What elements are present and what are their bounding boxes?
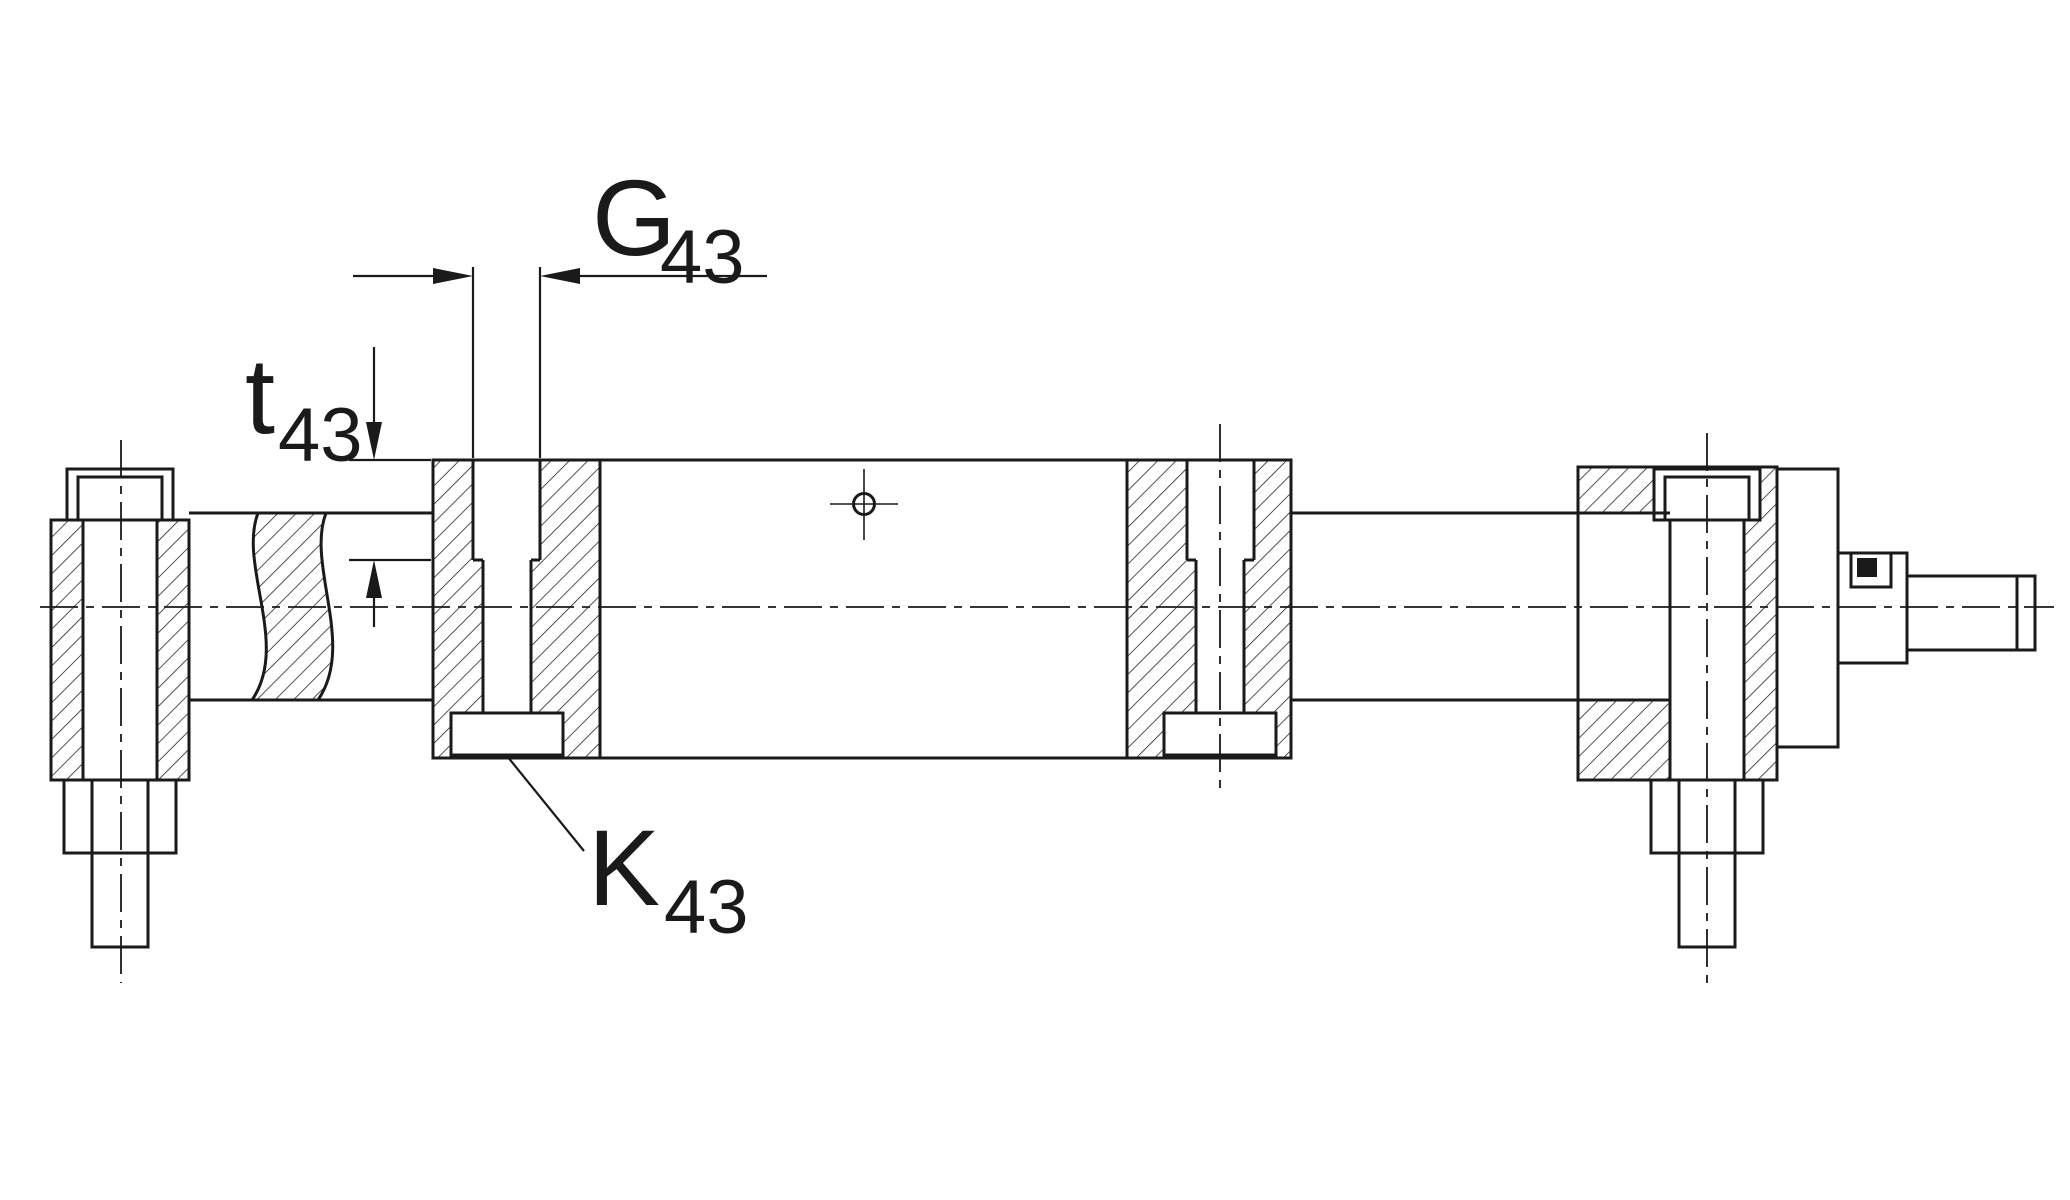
- dim-label-t: t: [245, 335, 275, 456]
- cylinder-outline: [431, 458, 1293, 760]
- centerlines: [40, 424, 2054, 983]
- right-pivot-bolt-assembly: [1576, 465, 1779, 949]
- dim-label-t-sub: 43: [278, 393, 363, 478]
- dim-label-k-sub: 43: [664, 865, 749, 950]
- piston-rod-right: [1291, 511, 1578, 702]
- dim-label-k: K: [588, 807, 660, 928]
- arrowhead-right-icon: [433, 268, 473, 284]
- rod-end-assembly: [1775, 467, 2037, 749]
- left-bolt-head-inner: [76, 475, 164, 522]
- leader-line: [506, 755, 585, 852]
- dim-label-g-sub: 43: [660, 215, 745, 300]
- dimension-t43: t 43: [245, 335, 431, 627]
- left-cap-foot: [449, 711, 565, 757]
- rod-break-line: [250, 512, 268, 701]
- left-cap-slot: [473, 460, 540, 560]
- set-screw-hole: [1857, 558, 1877, 577]
- cylinder-body: [431, 458, 1293, 760]
- arrowhead-down-icon: [366, 422, 382, 460]
- rod-end-notch: [1849, 551, 1893, 589]
- left-end-cap: [433, 460, 602, 758]
- dim-label-g: G: [592, 157, 676, 278]
- rod-end-stud: [1905, 574, 2037, 652]
- left-hex-nut: [62, 778, 178, 855]
- right-end-cap: [1125, 460, 1291, 758]
- left-pivot-bolt-assembly: [49, 467, 191, 949]
- left-bolt-shank-face: [83, 520, 157, 780]
- rod-break-line: [316, 512, 335, 701]
- label-k43: K 43: [506, 755, 749, 950]
- dimension-g43: G 43: [353, 157, 767, 458]
- left-threaded-stud: [90, 851, 150, 949]
- arrowhead-up-icon: [366, 560, 382, 598]
- port-hole: [830, 469, 898, 540]
- arrowhead-left-icon: [540, 268, 580, 284]
- left-cap-slot-narrow: [483, 560, 531, 713]
- mounting-plate: [1775, 467, 1840, 749]
